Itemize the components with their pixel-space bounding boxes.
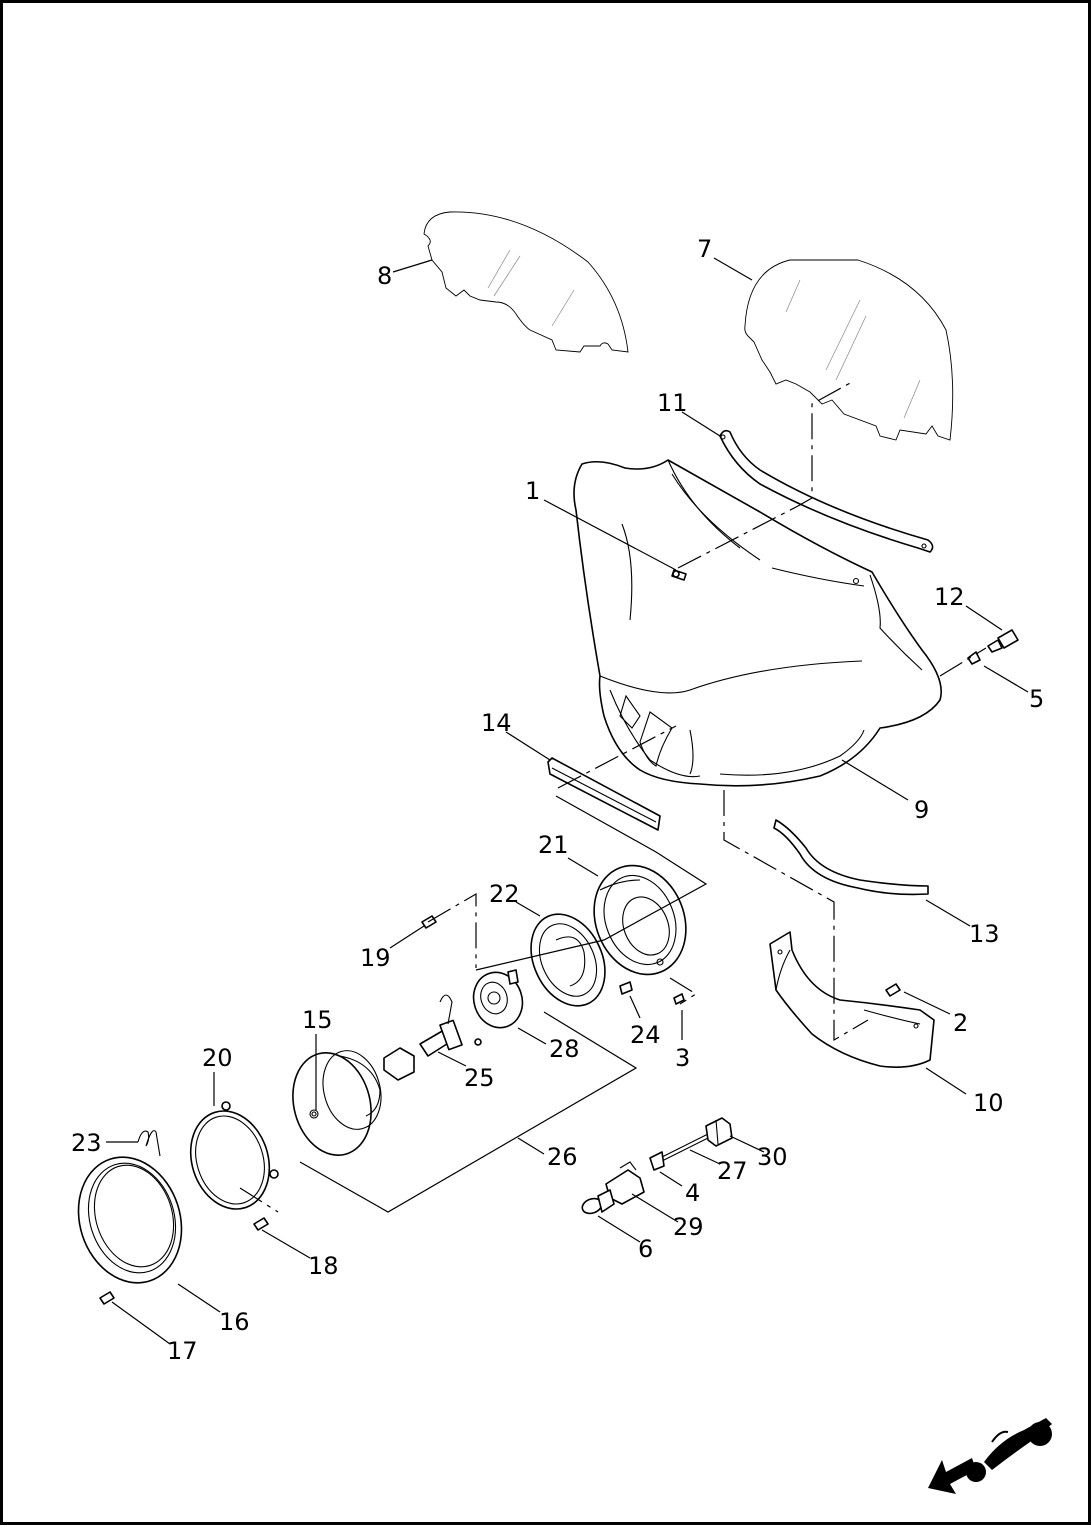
retaining-ring-part-20 xyxy=(189,1101,279,1210)
callout-9: 9 xyxy=(914,796,929,824)
gasket-part-14 xyxy=(547,757,661,831)
bracket-part-13 xyxy=(773,819,929,896)
screw-part-2 xyxy=(885,983,901,997)
callouts: 1 2 3 4 5 6 7 8 9 10 11 12 13 14 15 16 1… xyxy=(71,235,1044,1365)
callout-8: 8 xyxy=(377,262,392,290)
callout-16: 16 xyxy=(219,1308,250,1336)
callout-11: 11 xyxy=(657,389,688,417)
nut-part-5 xyxy=(967,651,981,665)
sealed-beam-part-15 xyxy=(292,1050,382,1156)
callout-17: 17 xyxy=(167,1337,198,1365)
grouping-lines xyxy=(299,795,708,1213)
callout-28: 28 xyxy=(549,1035,580,1063)
callout-26: 26 xyxy=(547,1143,578,1171)
callout-21: 21 xyxy=(538,831,569,859)
wiring-harness-part-27 xyxy=(649,1133,709,1171)
screw-part-1 xyxy=(671,569,687,581)
callout-22: 22 xyxy=(489,880,520,908)
parts-diagram: 1 2 3 4 5 6 7 8 9 10 11 12 13 14 15 16 1… xyxy=(71,211,1052,1494)
connector-part-30 xyxy=(705,1117,733,1147)
knob-part-12 xyxy=(987,629,1019,653)
callout-20: 20 xyxy=(202,1044,233,1072)
callout-30: 30 xyxy=(757,1143,788,1171)
bulb-part-6 xyxy=(581,1189,615,1215)
callout-25: 25 xyxy=(464,1064,495,1092)
fairing-part-9 xyxy=(573,459,942,787)
callout-29: 29 xyxy=(673,1213,704,1241)
bulb-part-25 xyxy=(419,994,482,1057)
mounting-ring-part-22 xyxy=(530,913,606,1007)
callout-27: 27 xyxy=(717,1157,748,1185)
callout-6: 6 xyxy=(638,1235,653,1263)
trim-strip-part-11 xyxy=(719,429,934,553)
callout-3: 3 xyxy=(675,1044,690,1072)
callout-12: 12 xyxy=(934,583,965,611)
callout-10: 10 xyxy=(973,1089,1004,1117)
callout-15: 15 xyxy=(302,1006,333,1034)
windshield-part-7 xyxy=(744,259,954,441)
panel-part-10 xyxy=(769,931,935,1068)
screw-part-24 xyxy=(619,981,633,995)
screw-part-17 xyxy=(99,1291,115,1305)
callout-2: 2 xyxy=(953,1009,968,1037)
connector-part-25b xyxy=(383,1047,415,1081)
callout-5: 5 xyxy=(1029,685,1044,713)
socket-part-28 xyxy=(472,969,524,1029)
clip-part-23 xyxy=(137,1130,161,1157)
callout-23: 23 xyxy=(71,1129,102,1157)
callout-19: 19 xyxy=(360,944,391,972)
callout-1: 1 xyxy=(525,477,540,505)
callout-7: 7 xyxy=(697,235,712,263)
callout-24: 24 xyxy=(630,1021,661,1049)
screw-part-3 xyxy=(673,993,685,1005)
callout-4: 4 xyxy=(685,1179,700,1207)
callout-18: 18 xyxy=(308,1252,339,1280)
windshield-part-8 xyxy=(423,211,629,353)
callout-13: 13 xyxy=(969,920,1000,948)
alignment-lines xyxy=(239,381,987,1213)
trim-ring-part-16 xyxy=(77,1156,183,1284)
screw-part-18 xyxy=(253,1217,269,1231)
motorcycle-front-arrow-icon xyxy=(928,1418,1052,1494)
leader-lines xyxy=(106,257,1029,1345)
callout-14: 14 xyxy=(481,709,512,737)
